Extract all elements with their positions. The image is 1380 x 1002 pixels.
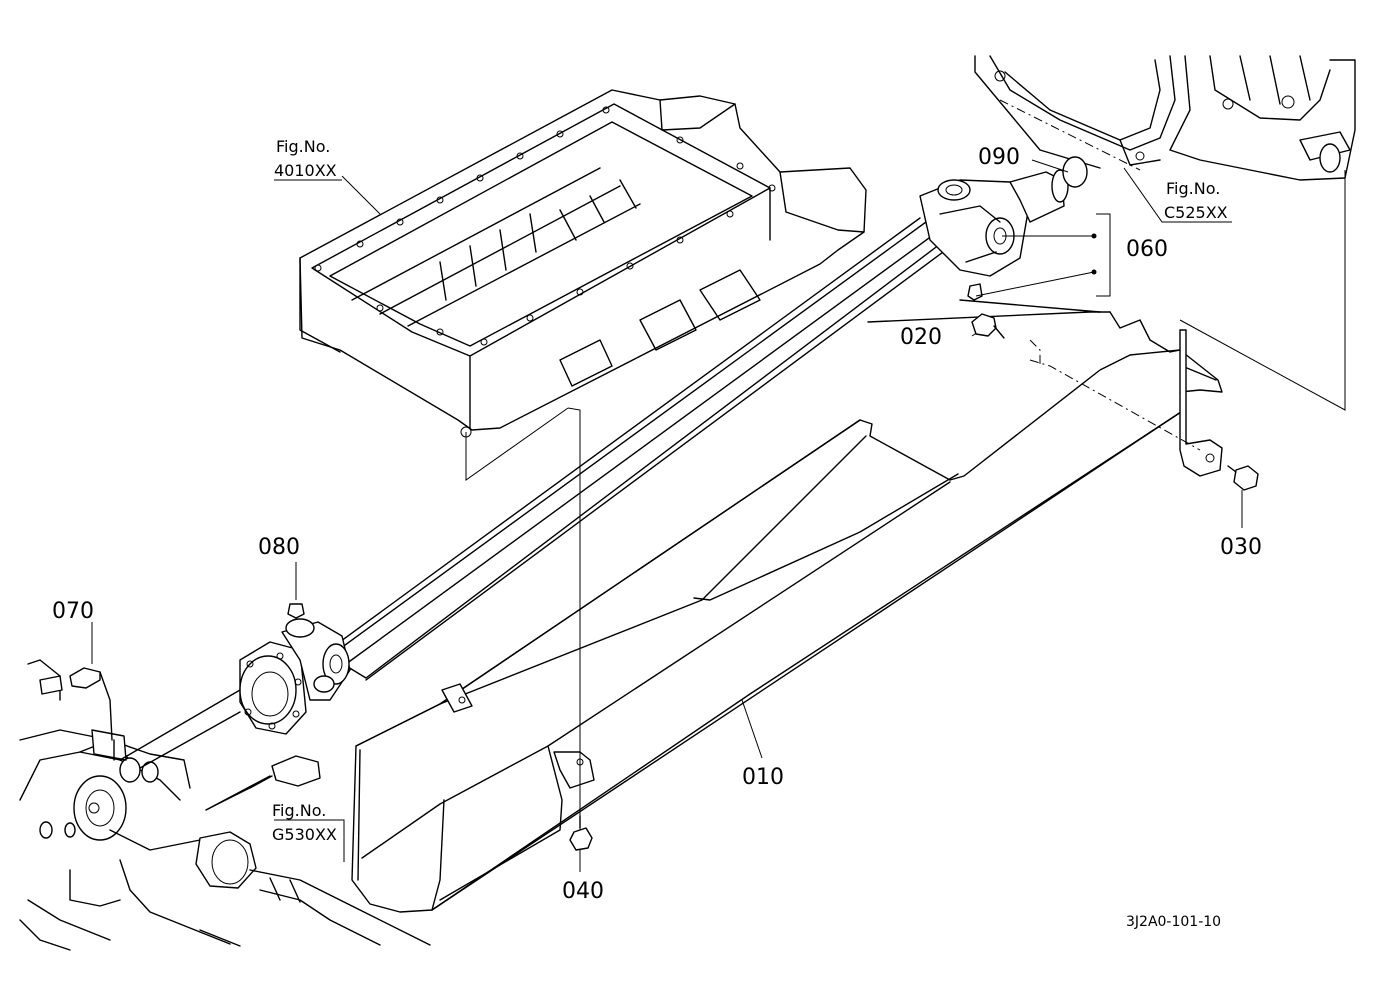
shaft-cover [351, 299, 1223, 913]
leader-lines [91, 159, 1346, 872]
callout-020: 020 [900, 325, 942, 350]
transmission-housing [974, 55, 1356, 181]
callout-dot [1091, 269, 1097, 275]
callout-070: 070 [52, 599, 94, 624]
callout-080: 080 [258, 535, 300, 560]
fig-ref-oil-pan-number: 4010XX [274, 161, 337, 180]
bolt-040 [569, 815, 593, 851]
callout-090: 090 [978, 145, 1020, 170]
callout-010: 010 [742, 765, 784, 790]
oil-pan-assembly [299, 89, 867, 438]
callout-dot [1091, 233, 1097, 239]
front-axle-assembly [19, 659, 431, 951]
callout-040: 040 [562, 879, 604, 904]
bolt-030 [1227, 465, 1259, 491]
callout-060: 060 [1126, 237, 1168, 262]
bolt-020 [971, 313, 1005, 339]
fig-ref-front-axle-number: G530XX [272, 825, 337, 844]
fig-ref-oil-pan-label: Fig.No. [276, 137, 330, 156]
callout-030: 030 [1220, 535, 1262, 560]
fig-ref-housing-label: Fig.No. [1166, 179, 1220, 198]
diagram-code: 3J2A0-101-10 [1126, 914, 1221, 930]
fig-ref-housing-number: C525XX [1164, 203, 1228, 222]
fig-ref-front-axle-label: Fig.No. [272, 801, 326, 820]
o-ring [1062, 156, 1088, 188]
